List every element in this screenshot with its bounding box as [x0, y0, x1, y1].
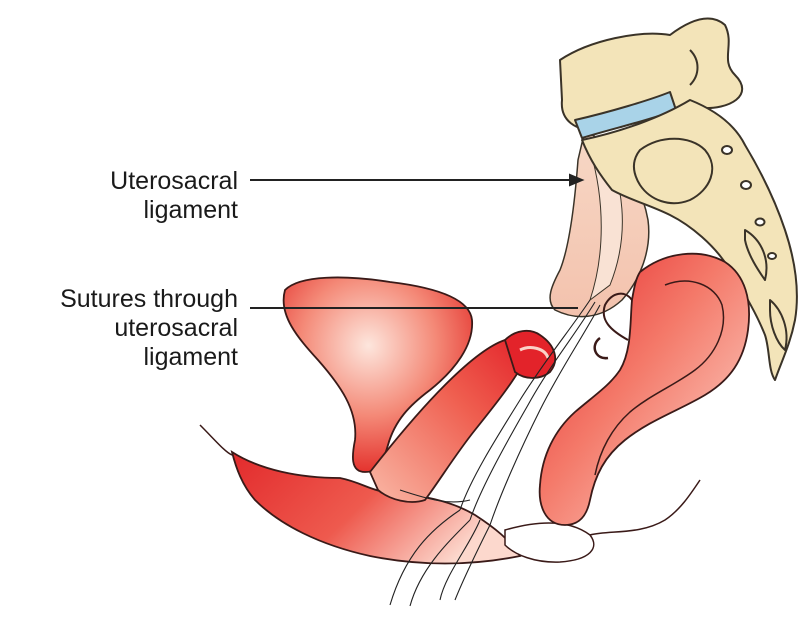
- skin-outline: [590, 480, 700, 535]
- label-sutures-line-2: uterosacral: [10, 314, 238, 343]
- label-uterosacral-line-1: Uterosacral: [20, 167, 238, 196]
- label-uterosacral-ligament: Uterosacral ligament: [20, 167, 238, 225]
- label-uterosacral-line-2: ligament: [20, 196, 238, 225]
- label-sutures-line-3: ligament: [10, 343, 238, 372]
- label-sutures-line-1: Sutures through: [10, 285, 238, 314]
- pubic-outline: [200, 425, 232, 455]
- label-sutures-through-ligament: Sutures through uterosacral ligament: [10, 285, 238, 372]
